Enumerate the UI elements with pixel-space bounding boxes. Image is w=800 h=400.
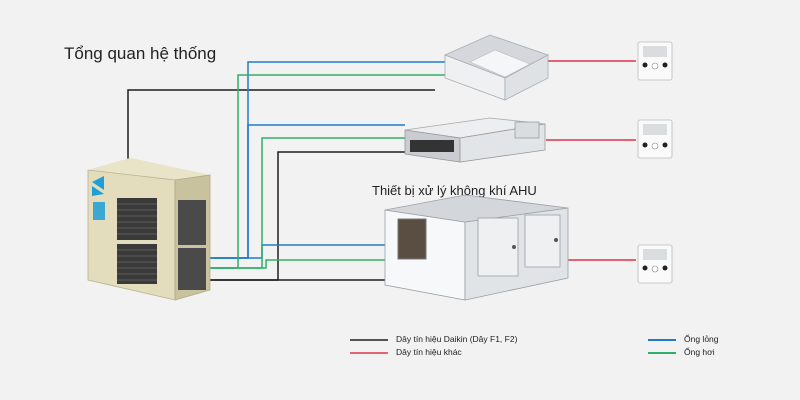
diagram-title: Tổng quan hệ thống xyxy=(64,44,217,63)
air-handling-unit xyxy=(384,194,569,301)
ceiling-cassette-unit xyxy=(443,34,549,101)
daikin-logo-icon xyxy=(92,176,105,220)
ducted-unit xyxy=(404,117,546,163)
legend-gas-pipe-label: Ống hơi xyxy=(684,347,715,357)
remote-controller-2 xyxy=(637,119,673,159)
other-signal-wires xyxy=(540,60,636,261)
ahu-label: Thiết bị xử lý không khí AHU xyxy=(372,183,537,198)
remote-controller-1 xyxy=(637,41,673,81)
legend-other-signal-label: Dây tín hiệu khác xyxy=(396,347,462,357)
remote-controller-3 xyxy=(637,244,673,284)
outdoor-vrv-unit xyxy=(87,158,211,301)
legend-liquid-pipe-label: Ống lỏng xyxy=(684,334,719,344)
gas-pipes xyxy=(205,74,455,269)
legend-daikin-signal-label: Dây tín hiệu Daikin (Dây F1, F2) xyxy=(396,334,518,344)
